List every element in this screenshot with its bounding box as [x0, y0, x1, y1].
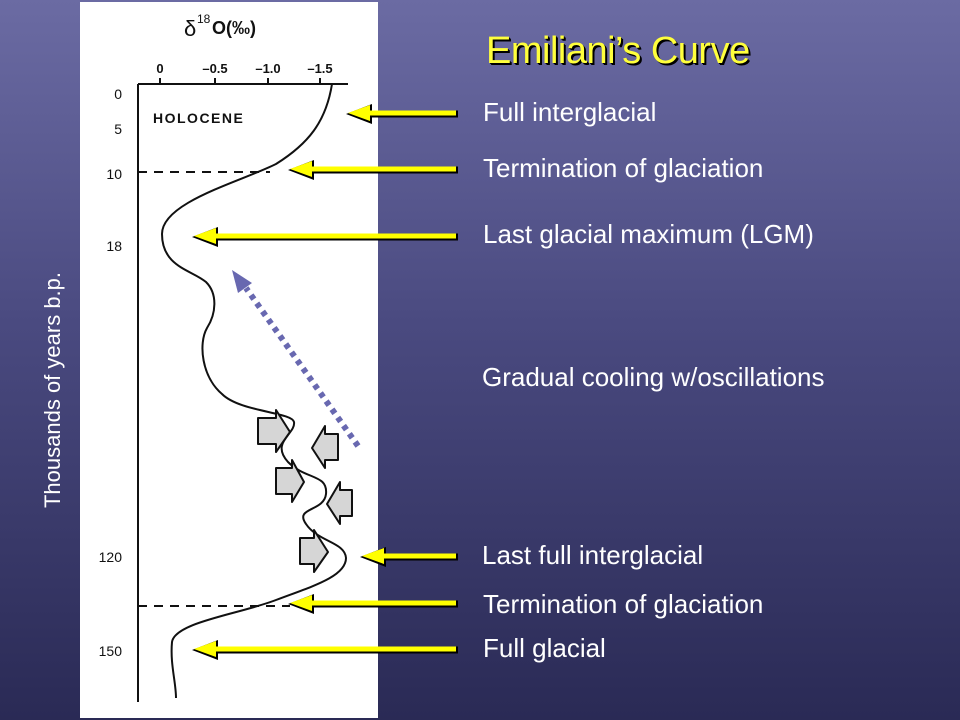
emiliani-curve-figure: δ 18 O(‰) 0 –0.5 –1.0 –1.5 0 5 10 18 120…: [99, 12, 353, 702]
pointer-arrow-full-glacial: [192, 640, 458, 660]
yellow-arrows: [192, 104, 458, 660]
y-tick-label: 0: [114, 86, 122, 102]
label-full-glacial: Full glacial: [483, 633, 606, 663]
pointer-arrow-termination-2: [288, 594, 458, 614]
x-axis-label-delta: δ: [184, 16, 196, 41]
y-tick-label: 5: [114, 121, 122, 137]
oscillation-arrows: [257, 409, 353, 573]
x-tick-label: –0.5: [202, 61, 227, 76]
label-last-full-interglacial: Last full interglacial: [482, 540, 704, 570]
label-termination-of-glaciation: Termination of glaciation: [483, 589, 764, 619]
label-termination-of-glaciation: Termination of glaciation: [483, 153, 764, 183]
oscillation-arrow-left: [311, 425, 339, 469]
cooling-trend-arrow: [232, 270, 361, 448]
x-tick-label: –1.0: [255, 61, 280, 76]
pointer-arrow-full-interglacial: [346, 104, 458, 124]
oscillation-arrow-right: [275, 459, 305, 503]
pointer-arrow-last-full-interglacial: [360, 547, 458, 567]
x-axis-label-sup: 18: [197, 12, 211, 26]
x-axis-ticks: [159, 78, 321, 84]
y-tick-label: 10: [106, 166, 122, 182]
x-tick-label: 0: [156, 61, 163, 76]
holocene-label: HOLOCENE: [153, 110, 244, 126]
oscillation-arrow-right: [257, 409, 291, 453]
y-tick-label: 120: [99, 549, 123, 565]
pointer-arrow-termination-1: [288, 160, 458, 180]
oscillation-arrow-left: [326, 481, 353, 525]
label-last-glacial-maximum: Last glacial maximum (LGM): [483, 219, 814, 249]
y-tick-label: 18: [106, 238, 122, 254]
label-full-interglacial: Full interglacial: [483, 97, 657, 127]
x-tick-label: –1.5: [307, 61, 332, 76]
slide-title: Emiliani’s Curve: [486, 30, 750, 72]
label-gradual-cooling: Gradual cooling w/oscillations: [482, 362, 825, 392]
figure-panel: [80, 2, 378, 718]
pointer-arrow-lgm: [192, 227, 458, 247]
x-axis-label-rest: O(‰): [212, 18, 256, 38]
oscillation-arrow-right: [299, 529, 329, 573]
y-tick-label: 150: [99, 643, 123, 659]
